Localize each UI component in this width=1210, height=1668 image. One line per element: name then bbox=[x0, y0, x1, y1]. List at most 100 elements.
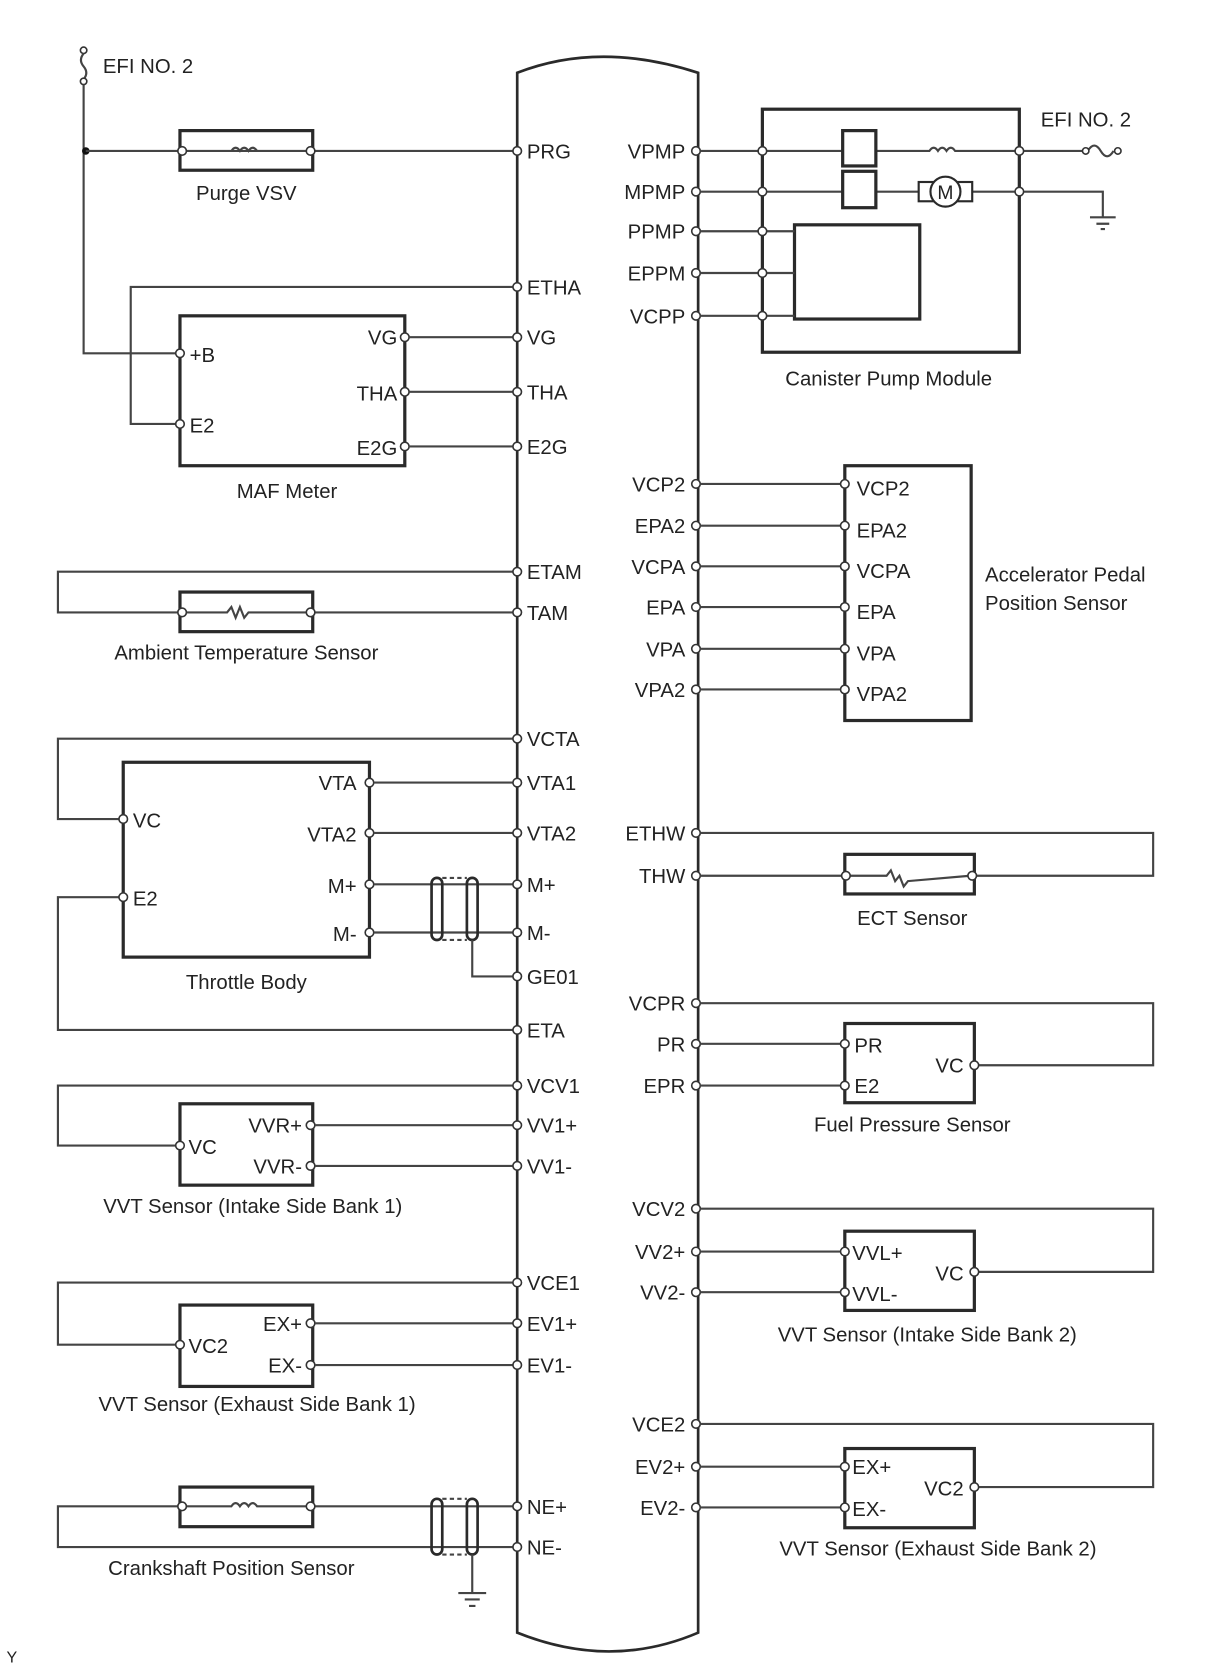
ecu-terminal bbox=[512, 777, 523, 788]
vvt4-pin-exminus: EX- bbox=[852, 1499, 886, 1521]
vvt1-pin-vc: VC bbox=[189, 1137, 217, 1159]
tb-pin-vta2: VTA2 bbox=[307, 824, 356, 846]
vvt-intake-b2-label: VVT Sensor (Intake Side Bank 2) bbox=[778, 1324, 1077, 1346]
fp-pin-pr: PR bbox=[854, 1035, 882, 1057]
ecu-pin-label: GE01 bbox=[527, 967, 579, 989]
ecu-pin-label: M+ bbox=[527, 875, 556, 897]
ecu-terminal bbox=[512, 607, 523, 618]
ecu-pin-label: E2G bbox=[527, 437, 568, 459]
pump-sensor-box bbox=[792, 223, 922, 321]
ecu-pin-label: ETHW bbox=[625, 823, 686, 845]
ecu-pin-label: VG bbox=[527, 328, 556, 350]
fuse-label-right: EFI NO. 2 bbox=[1041, 109, 1131, 131]
ecu-pin-label: EPR bbox=[643, 1076, 685, 1098]
ecu-terminal bbox=[512, 1541, 523, 1553]
ecu-terminal bbox=[690, 1080, 702, 1091]
ecu-pin-label: VV1- bbox=[527, 1156, 572, 1178]
maf-pin-e2: E2 bbox=[190, 416, 215, 438]
vvt2-pin-exminus: EX- bbox=[268, 1356, 302, 1378]
accel-pin-label: EPA2 bbox=[857, 520, 907, 542]
vvt3-pin-vc: VC bbox=[935, 1263, 963, 1285]
ecu-pin-label: VCE2 bbox=[632, 1414, 685, 1436]
ecu-pin-label: ETA bbox=[527, 1020, 565, 1042]
ecu-pin-label: VPA bbox=[646, 639, 686, 661]
accel-pin-label: VPA2 bbox=[857, 684, 907, 706]
ecu-terminal bbox=[690, 226, 702, 237]
ecu-terminal bbox=[512, 1160, 523, 1171]
ecu-pin-label: EPA bbox=[646, 598, 686, 620]
ecu-pin-label: PPMP bbox=[628, 222, 686, 244]
maf-pin-tha: THA bbox=[357, 383, 398, 405]
tb-pin-e2: E2 bbox=[133, 889, 158, 911]
crankshaft-label: Crankshaft Position Sensor bbox=[108, 1558, 355, 1580]
ecu-terminal bbox=[512, 386, 523, 397]
accel-pedal-label-2: Position Sensor bbox=[985, 593, 1128, 615]
vvt1-pin-vvrplus: VVR+ bbox=[248, 1116, 302, 1138]
ecu-terminal bbox=[512, 441, 523, 452]
vvt-exhaust-b2-label: VVT Sensor (Exhaust Side Bank 2) bbox=[779, 1539, 1096, 1561]
ecu-terminal bbox=[690, 267, 702, 279]
ecu-pin-label: VPMP bbox=[628, 141, 686, 163]
ecu-right-pins: VPMPMPMPPPMPEPPMVCPPVCP2EPA2VCPAEPAVPAVP… bbox=[624, 141, 702, 1520]
accel-pin-label: VPA bbox=[857, 644, 897, 666]
ecu-terminal bbox=[690, 1502, 702, 1513]
ecu-terminal bbox=[512, 971, 523, 982]
ecu-pin-label: VTA2 bbox=[527, 823, 576, 845]
ecu-terminal bbox=[690, 1246, 702, 1257]
ecu-pin-label: VCPA bbox=[631, 557, 685, 579]
ecu-pin-label: VCV2 bbox=[632, 1199, 685, 1221]
accel-pin-label: VCPA bbox=[857, 561, 911, 583]
canister-pump-label: Canister Pump Module bbox=[785, 368, 992, 390]
maf-pin-vg: VG bbox=[368, 328, 397, 350]
ecu-terminal bbox=[512, 1359, 523, 1371]
ecu-terminal bbox=[690, 478, 702, 489]
fuse-icon bbox=[1086, 144, 1115, 158]
ecu-terminal bbox=[690, 870, 702, 881]
ecu-pin-label: PR bbox=[657, 1034, 685, 1056]
ecu-pin-label: VCPR bbox=[629, 994, 685, 1016]
fp-pin-vc: VC bbox=[935, 1056, 963, 1078]
ecu-terminal bbox=[512, 879, 523, 890]
ecu-pin-label: VCP2 bbox=[632, 474, 685, 496]
ecu-terminal bbox=[690, 520, 702, 531]
ambient-temp-label: Ambient Temperature Sensor bbox=[114, 642, 378, 664]
maf-pin-e2g: E2G bbox=[357, 438, 398, 460]
resistor-icon bbox=[186, 604, 307, 621]
ecu-terminal bbox=[690, 827, 702, 839]
ecu-terminal bbox=[512, 733, 523, 744]
ecu-left-pins: PRGETHAVGTHAE2GETAMTAMVCTAVTA1VTA2M+M-GE… bbox=[512, 141, 582, 1560]
ecu-pin-label: EV1+ bbox=[527, 1314, 577, 1336]
shield-icon bbox=[465, 876, 479, 942]
accel-pin-label: EPA bbox=[857, 602, 897, 624]
tb-pin-vta: VTA bbox=[319, 773, 357, 795]
vvt3-pin-vvlminus: VVL- bbox=[852, 1284, 897, 1306]
ecu-pin-label: EPA2 bbox=[635, 516, 685, 538]
ecu-terminal bbox=[512, 1318, 523, 1329]
vvt-intake-b1-label: VVT Sensor (Intake Side Bank 1) bbox=[103, 1196, 402, 1218]
vvt2-pin-vc2: VC2 bbox=[189, 1336, 229, 1358]
ecu-pin-label: VV1+ bbox=[527, 1116, 577, 1138]
shield-icon bbox=[430, 876, 444, 942]
ground-icon bbox=[458, 1554, 487, 1607]
maf-pin-b: +B bbox=[190, 345, 215, 367]
ecu-pin-label: VCE1 bbox=[527, 1273, 580, 1295]
motor-label: M bbox=[937, 183, 953, 204]
vvt3-pin-vvlplus: VVL+ bbox=[852, 1243, 902, 1265]
canister-terminals bbox=[757, 145, 1025, 321]
ecu-terminal bbox=[512, 332, 523, 343]
ecu-pin-label: ETAM bbox=[527, 562, 582, 584]
ecu-terminal bbox=[512, 1120, 523, 1131]
accel-terminal bbox=[839, 643, 850, 654]
ecu-pin-label: M- bbox=[527, 923, 551, 945]
ecu-pin-label: TAM bbox=[527, 603, 568, 625]
canister-pump-box bbox=[760, 107, 1021, 354]
ecu-pin-label: EV2+ bbox=[635, 1457, 685, 1479]
fuel-pressure-label: Fuel Pressure Sensor bbox=[814, 1115, 1011, 1137]
fuse-label-left: EFI NO. 2 bbox=[103, 56, 193, 78]
ecu-terminal bbox=[690, 561, 702, 572]
ecu-pin-label: VCV1 bbox=[527, 1076, 580, 1098]
coil-icon bbox=[186, 1502, 307, 1509]
vvt4-pin-explus: EX+ bbox=[852, 1457, 891, 1479]
